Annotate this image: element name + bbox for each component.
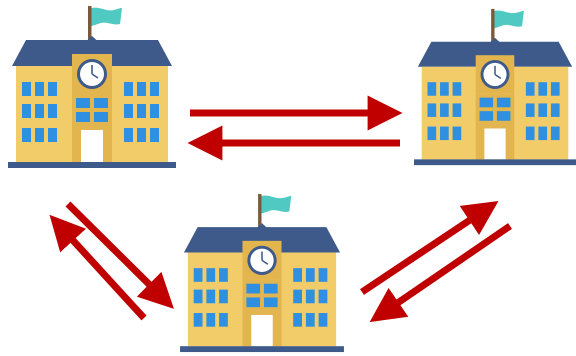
school-building-icon bbox=[180, 194, 344, 353]
school-building-icon bbox=[414, 8, 576, 166]
arrow-bottom-to-right bbox=[360, 201, 499, 295]
school-building-right bbox=[414, 6, 576, 170]
school-building-bottom bbox=[178, 194, 346, 354]
school-building-icon bbox=[8, 6, 176, 168]
arrow-bottom-to-left bbox=[49, 214, 147, 321]
arrow-right-to-bottom bbox=[369, 223, 512, 323]
school-building-left bbox=[8, 6, 176, 170]
